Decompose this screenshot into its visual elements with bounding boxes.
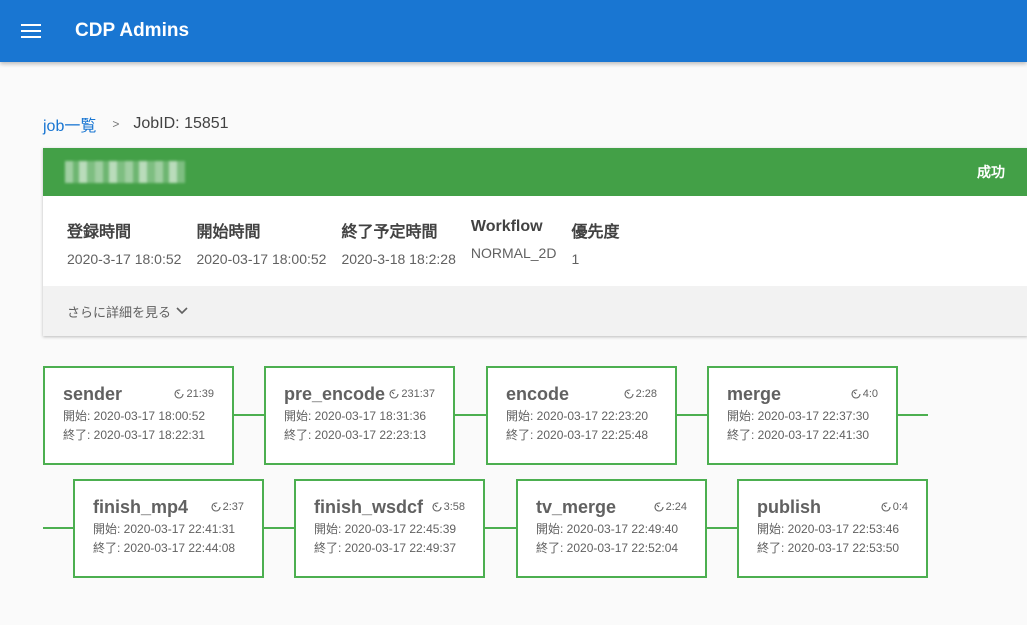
chevron-down-icon [176,307,188,315]
timer-icon [432,502,442,512]
info-registered-time: 登録時間 2020-3-17 18:0:52 [67,224,182,267]
timer-icon [174,389,185,399]
app-title: CDP Admins [75,20,190,41]
breadcrumb-separator: > [112,117,120,131]
step-connector [43,527,74,529]
redacted-job-name [65,161,185,183]
step-end-time: 終了: 2020-03-17 22:44:08 [93,541,236,555]
breadcrumb: job一覧 > JobID: 15851 [43,114,229,135]
step-name: publish [757,496,821,517]
timer-icon [624,389,634,399]
hamburger-menu-icon [21,24,41,38]
step-end-time: 終了: 2020-03-17 22:41:30 [727,428,870,442]
step-name: merge [727,383,782,404]
timer-icon [389,389,399,399]
job-card-header: 成功 [43,148,1027,196]
step-name: tv_merge [536,496,617,517]
step-end-time: 終了: 2020-03-17 22:49:37 [314,541,457,555]
step-name: pre_encode [284,383,386,404]
step-duration: 0:4 [881,501,908,513]
step-connector [677,414,708,416]
step-connector [455,414,487,416]
step-connector [485,527,517,529]
step-connector [264,527,295,529]
app-bar: CDP Admins [0,0,1027,62]
workflow-row-2: finish_mp4 2:37 開始: 2020-03-17 22:41:31 … [0,479,1027,579]
step-connector [898,414,928,416]
job-status-badge: 成功 [977,164,1005,180]
breadcrumb-job-list-link[interactable]: job一覧 [43,118,97,135]
job-info-row: 登録時間 2020-3-17 18:0:52 開始時間 2020-03-17 1… [43,196,1027,286]
step-name: finish_mp4 [93,496,189,517]
timer-icon [881,502,891,512]
step-start-time: 開始: 2020-03-17 22:23:20 [506,409,649,423]
step-end-time: 終了: 2020-03-17 22:52:04 [536,541,679,555]
workflow-step-publish[interactable]: publish 0:4 開始: 2020-03-17 22:53:46 終了: … [737,479,928,578]
step-start-time: 開始: 2020-03-17 22:41:31 [93,522,236,536]
step-name: encode [506,383,570,404]
step-duration: 231:37 [389,388,435,400]
step-end-time: 終了: 2020-03-17 22:23:13 [284,428,427,442]
step-connector [234,414,264,416]
menu-button[interactable] [0,0,62,62]
workflow-step-finish-wsdcf[interactable]: finish_wsdcf 3:58 開始: 2020-03-17 22:45:3… [294,479,485,578]
step-start-time: 開始: 2020-03-17 22:45:39 [314,522,457,536]
info-expected-end-time: 終了予定時間 2020-3-18 18:2:28 [341,224,456,267]
step-connector [707,527,738,529]
timer-icon [654,502,664,512]
step-duration: 3:58 [432,501,465,513]
step-duration: 4:0 [851,388,878,400]
timer-icon [211,502,221,512]
workflow-step-merge[interactable]: merge 4:0 開始: 2020-03-17 22:37:30 終了: 20… [707,366,898,465]
step-start-time: 開始: 2020-03-17 22:37:30 [727,409,870,423]
step-duration: 2:24 [654,501,687,513]
step-name: finish_wsdcf [314,496,424,517]
more-details-label: さらに詳細を見る [67,304,172,320]
job-summary-card: 成功 登録時間 2020-3-17 18:0:52 開始時間 2020-03-1… [43,148,1027,336]
step-end-time: 終了: 2020-03-17 22:25:48 [506,428,649,442]
step-start-time: 開始: 2020-03-17 22:53:46 [757,522,900,536]
step-end-time: 終了: 2020-03-17 22:53:50 [757,541,900,555]
step-end-time: 終了: 2020-03-17 18:22:31 [63,428,206,442]
workflow-step-encode[interactable]: encode 2:28 開始: 2020-03-17 22:23:20 終了: … [486,366,677,465]
workflow-step-pre-encode[interactable]: pre_encode 231:37 開始: 2020-03-17 18:31:3… [264,366,455,465]
step-start-time: 開始: 2020-03-17 18:00:52 [63,409,206,423]
timer-icon [851,389,861,399]
info-priority: 優先度 1 [571,224,620,267]
step-name: sender [63,383,123,404]
breadcrumb-current: JobID: 15851 [133,115,229,132]
step-start-time: 開始: 2020-03-17 22:49:40 [536,522,679,536]
step-duration: 2:28 [624,388,657,400]
step-start-time: 開始: 2020-03-17 18:31:36 [284,409,427,423]
workflow-step-sender[interactable]: sender 21:39 開始: 2020-03-17 18:00:52 終了:… [43,366,234,465]
more-details-toggle[interactable]: さらに詳細を見る [43,286,1027,336]
workflow-step-finish-mp4[interactable]: finish_mp4 2:37 開始: 2020-03-17 22:41:31 … [73,479,264,578]
workflow-row-1: sender 21:39 開始: 2020-03-17 18:00:52 終了:… [0,366,1027,466]
workflow-step-tv-merge[interactable]: tv_merge 2:24 開始: 2020-03-17 22:49:40 終了… [516,479,707,578]
step-duration: 21:39 [174,388,214,400]
info-workflow: Workflow NORMAL_2D [470,218,557,261]
step-duration: 2:37 [211,501,244,513]
info-start-time: 開始時間 2020-03-17 18:00:52 [196,224,327,267]
